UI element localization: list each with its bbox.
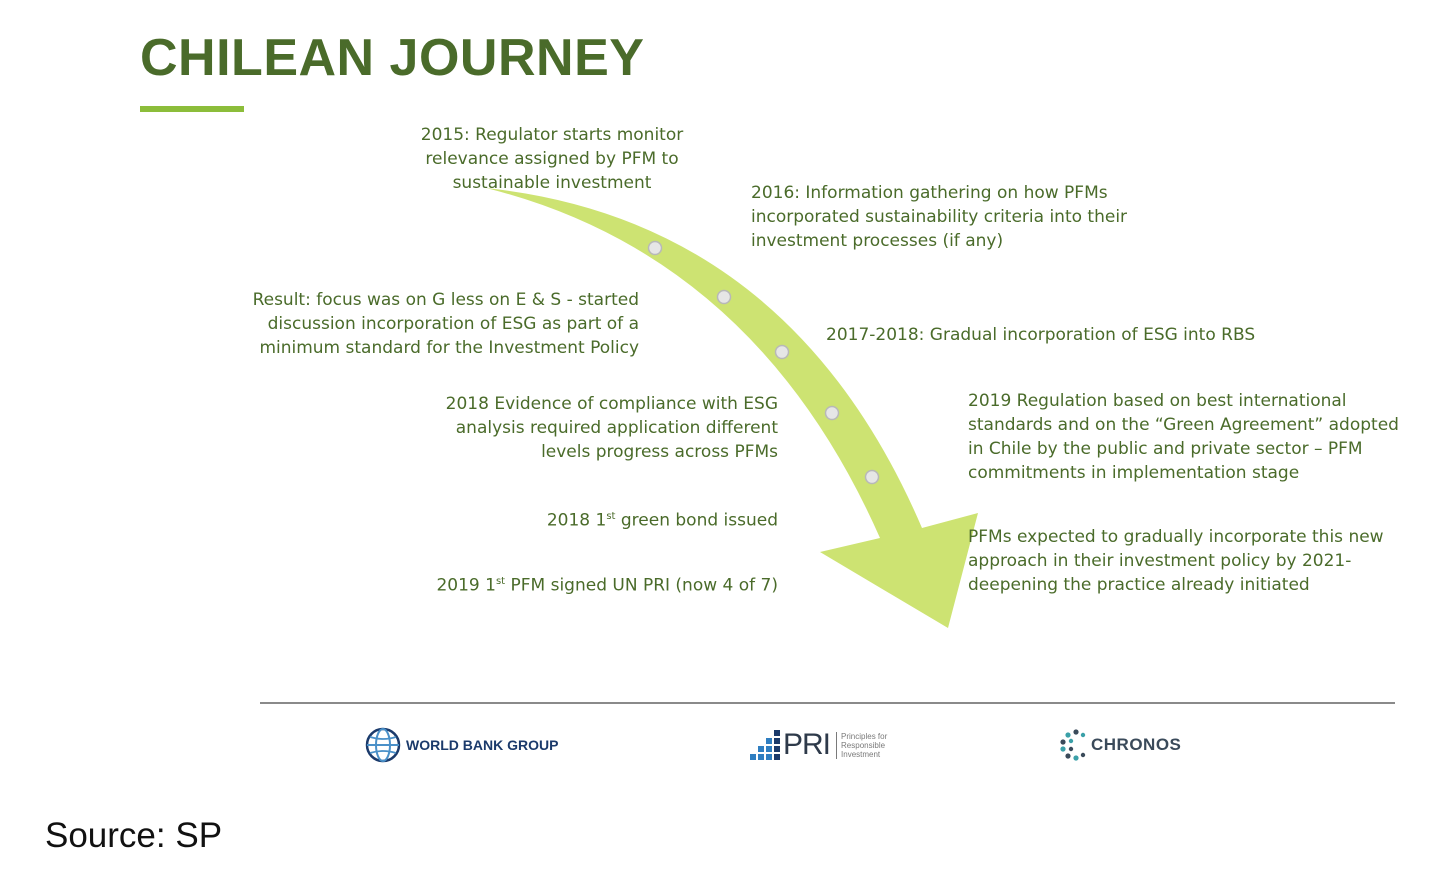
timeline-dot (647, 240, 663, 256)
event-2018-green-bond: 2018 1st green bond issued (546, 510, 778, 531)
arrow-body (486, 188, 978, 628)
title-underline (140, 106, 244, 112)
event-2015: 2015: Regulator starts monitor relevance… (420, 125, 684, 193)
event-2016: 2016: Information gathering on how PFMs … (751, 183, 1128, 251)
pri-tagline: Principles for Responsible Investment (836, 731, 887, 759)
globe-icon (365, 727, 401, 763)
timeline-dot (774, 344, 790, 360)
timeline-dot (824, 405, 840, 421)
world-bank-logo: WORLD BANK GROUP (364, 726, 558, 764)
timeline-dot (864, 469, 880, 485)
pri-logo: PRI Principles for Responsible Investmen… (750, 728, 887, 762)
event-2019-un-pri: 2019 1st PFM signed UN PRI (now 4 of 7) (436, 575, 778, 596)
event-2018-evidence: 2018 Evidence of compliance with ESG ana… (445, 394, 778, 462)
source-note: Source: SP (45, 816, 223, 855)
event-pfm-expected: PFMs expected to gradually incorporate t… (968, 527, 1384, 595)
pri-squares-icon (750, 730, 780, 760)
timeline-dot (716, 289, 732, 305)
chronos-dots-icon (1060, 729, 1086, 761)
event-2017-2018: 2017-2018: Gradual incorporation of ESG … (826, 325, 1256, 345)
event-2019-regulation: 2019 Regulation based on best internatio… (968, 391, 1399, 483)
page-title: CHILEAN JOURNEY (140, 29, 645, 87)
footer-divider (260, 702, 1395, 704)
chronos-logo: CHRONOS (1060, 729, 1181, 761)
event-result: Result: focus was on G less on E & S - s… (252, 290, 639, 358)
